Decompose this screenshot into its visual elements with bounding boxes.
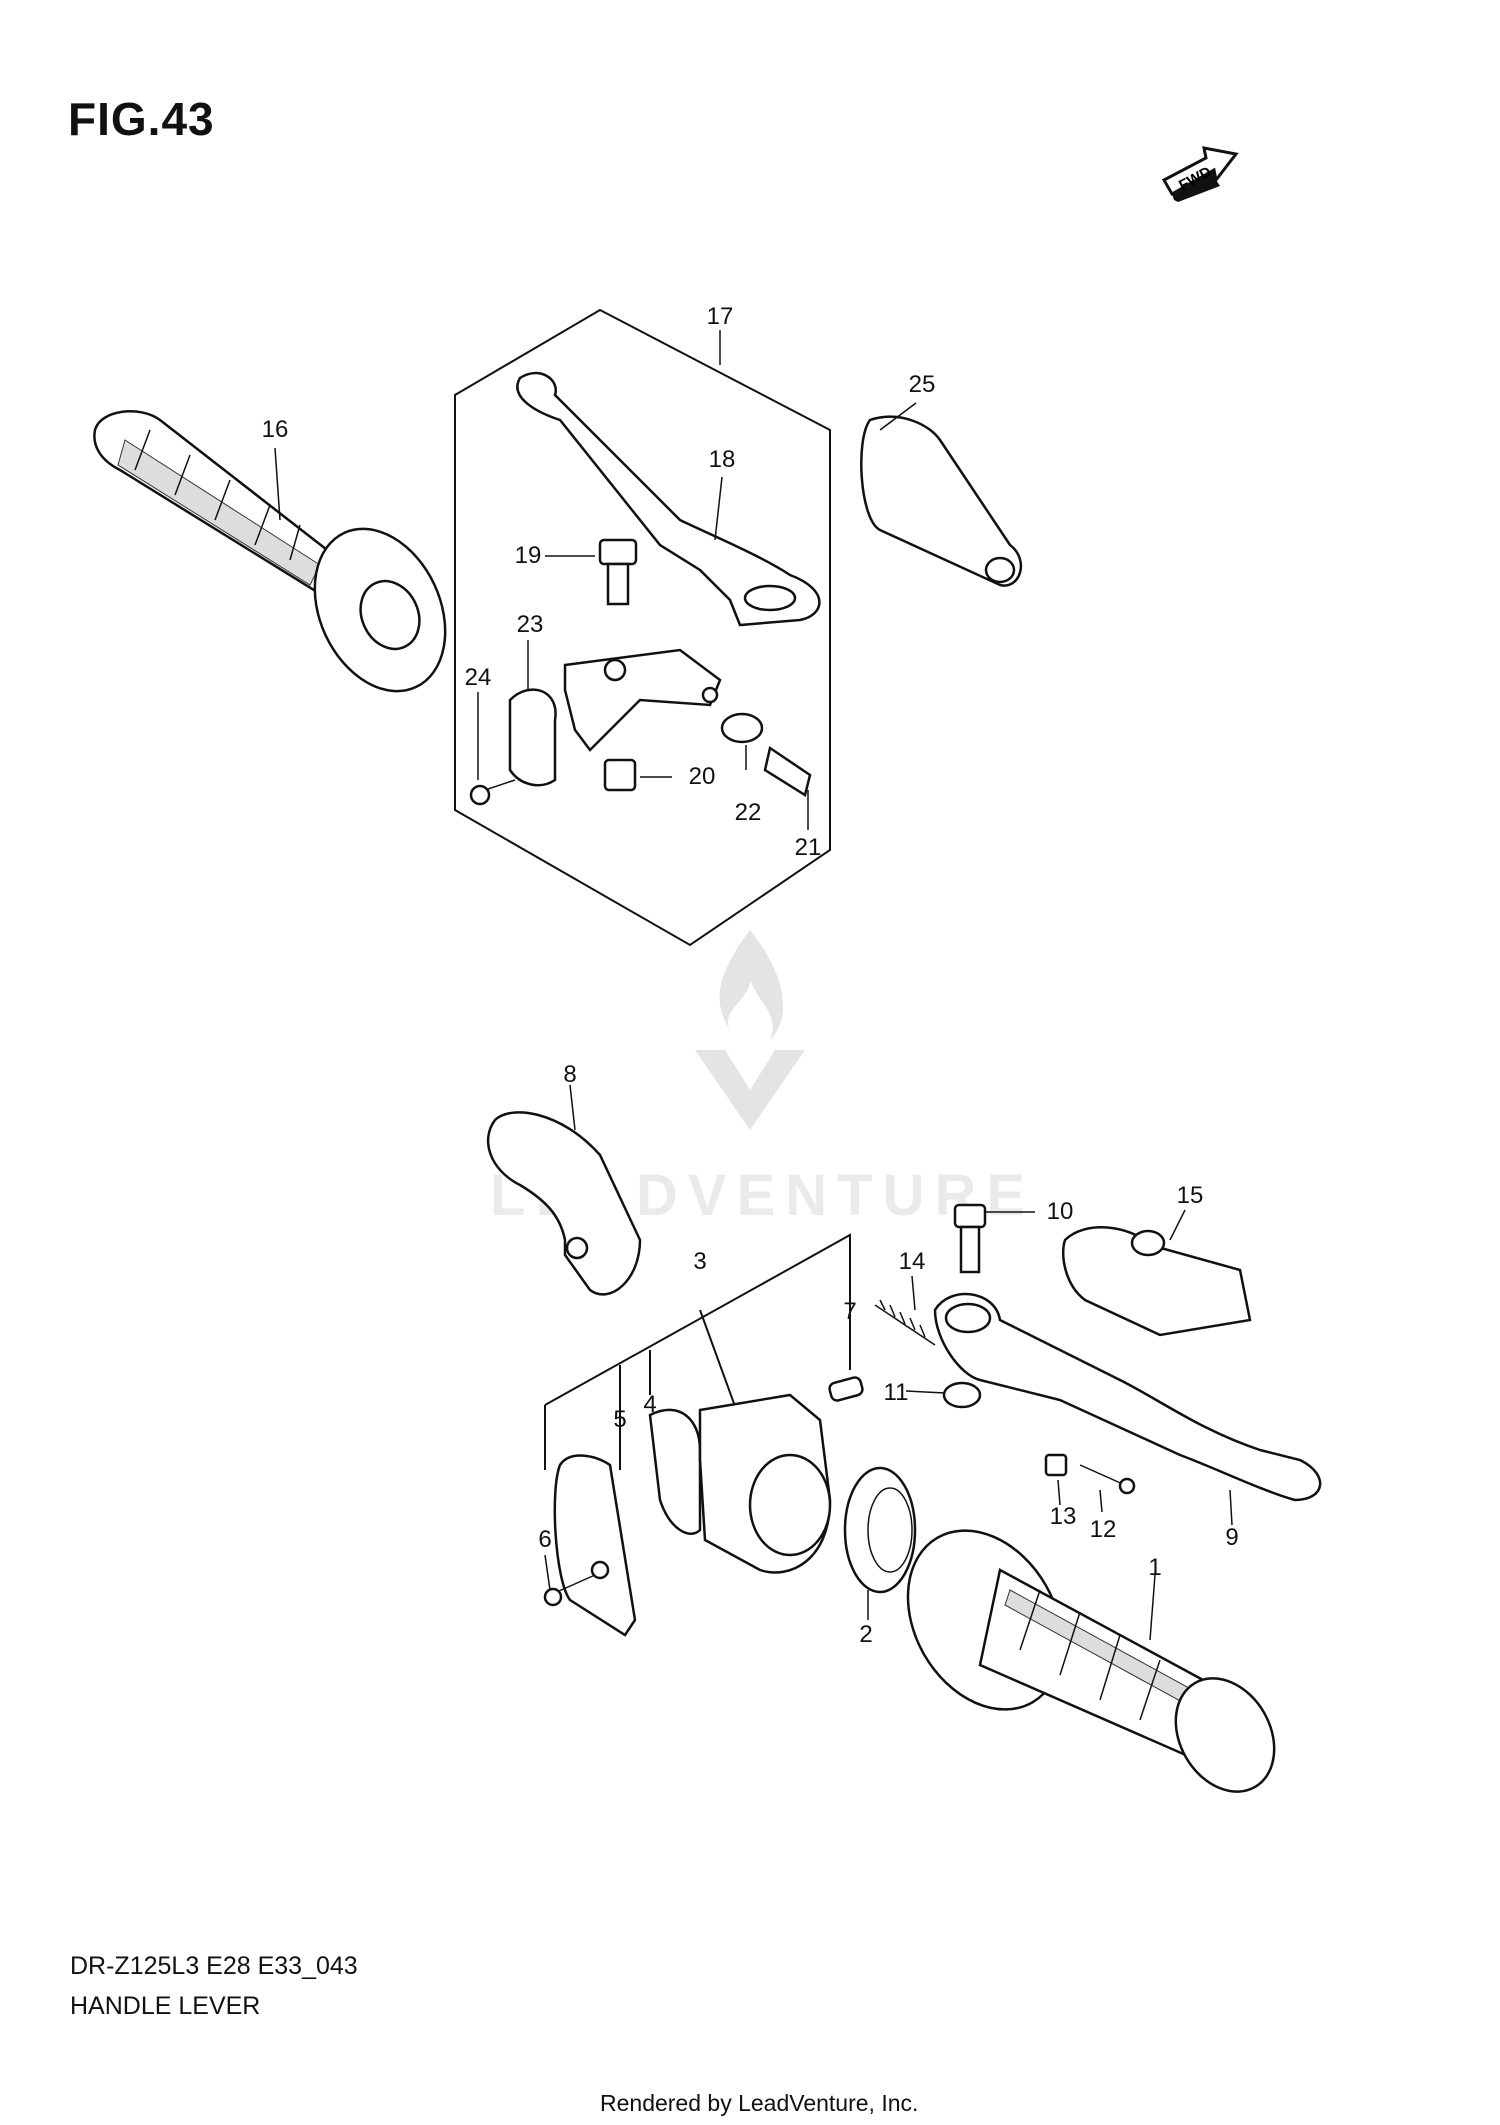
housing-part-4 [648, 1408, 702, 1535]
section-name: HANDLE LEVER [70, 1992, 261, 2020]
callout-7[interactable]: 7 [843, 1298, 857, 1325]
model-code: DR-Z125L3 E28 E33_043 [70, 1952, 358, 1980]
callout-15[interactable]: 15 [1176, 1182, 1204, 1209]
leader-lines [274, 330, 1233, 1641]
callout-9[interactable]: 9 [1225, 1524, 1239, 1551]
callout-8[interactable]: 8 [563, 1061, 577, 1088]
callout-6[interactable]: 6 [538, 1526, 552, 1553]
callout-21[interactable]: 21 [794, 834, 822, 861]
cable-guide-part-8 [486, 1111, 642, 1296]
callout-2[interactable]: 2 [859, 1621, 873, 1648]
screw-part-7 [828, 1376, 864, 1402]
fwd-arrow-icon: FWD [1161, 146, 1239, 202]
callout-4[interactable]: 4 [643, 1391, 657, 1418]
nut-part-20 [603, 758, 637, 792]
pivot-bolt-part-19 [598, 538, 638, 606]
clutch-lever-part-18 [516, 371, 821, 627]
callout-16[interactable]: 16 [261, 416, 289, 443]
callout-17[interactable]: 17 [706, 303, 734, 330]
assembly-frame-17 [454, 308, 831, 947]
callout-12[interactable]: 12 [1089, 1516, 1117, 1543]
callout-25[interactable]: 25 [908, 371, 936, 398]
brake-lever-part-9 [933, 1292, 1322, 1502]
callout-10[interactable]: 10 [1046, 1198, 1074, 1225]
callout-20[interactable]: 20 [688, 763, 716, 790]
screw-part-6 [543, 1574, 596, 1607]
cable-cover-part-5 [553, 1454, 637, 1637]
throttle-housing-group-3 [544, 1233, 851, 1470]
throttle-sleeve-part-2 [843, 1466, 917, 1594]
lever-cover-part-15 [1061, 1226, 1252, 1337]
callout-19[interactable]: 19 [514, 542, 542, 569]
figure-title: FIG.43 [68, 93, 215, 145]
footer-credit: Rendered by LeadVenture, Inc. [600, 2090, 919, 2116]
callout-24[interactable]: 24 [464, 664, 492, 691]
callout-14[interactable]: 14 [898, 1248, 926, 1275]
callout-5[interactable]: 5 [613, 1406, 627, 1433]
pivot-bolt-part-10 [953, 1203, 987, 1274]
left-grip-part-16 [93, 410, 447, 693]
callout-3[interactable]: 3 [693, 1248, 707, 1275]
lever-cover-part-25 [860, 415, 1022, 587]
nut-part-13 [1044, 1453, 1068, 1477]
callout-1[interactable]: 1 [1148, 1554, 1162, 1581]
right-grip-part-1 [906, 1529, 1276, 1793]
adjuster-bolt-part-21 [763, 745, 812, 797]
lever-holder-part-23 [563, 648, 722, 752]
washer-part-11 [942, 1381, 982, 1409]
callout-13[interactable]: 13 [1049, 1503, 1077, 1530]
spring-part-14 [874, 1299, 936, 1346]
callout-18[interactable]: 18 [708, 446, 736, 473]
screw-part-12 [1079, 1464, 1136, 1495]
throttle-housing-body [698, 1393, 832, 1574]
callout-11[interactable]: 11 [883, 1379, 909, 1406]
callout-23[interactable]: 23 [516, 611, 544, 638]
adjuster-nut-part-22 [720, 712, 764, 744]
holder-clamp-part-24 [469, 688, 557, 806]
callout-22[interactable]: 22 [734, 799, 762, 826]
